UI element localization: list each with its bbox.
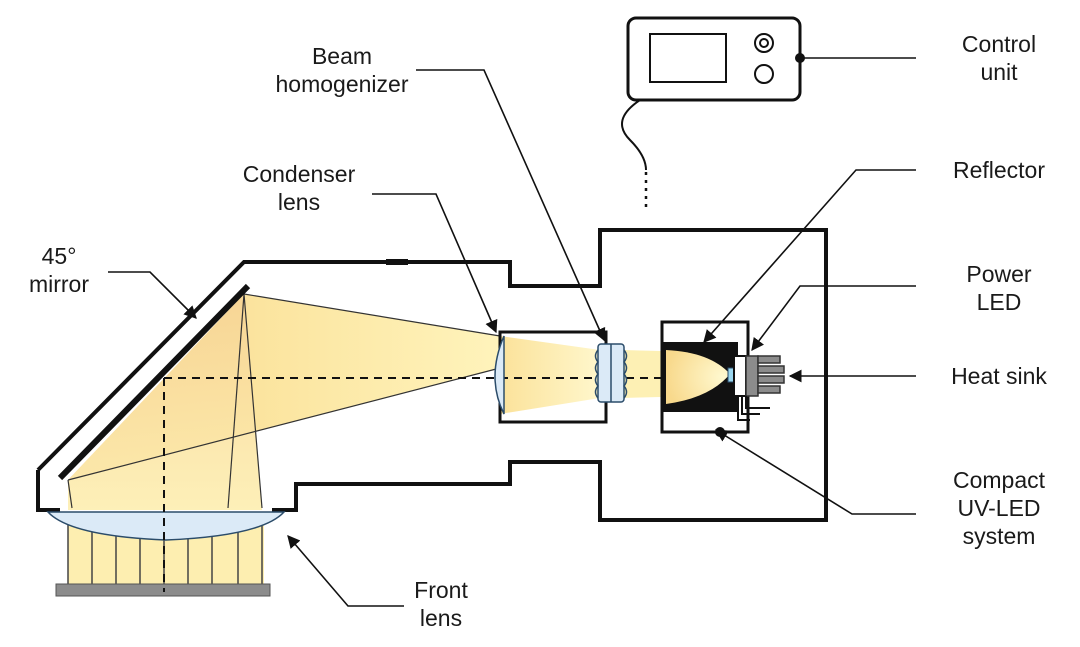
housing-outline — [36, 228, 828, 522]
leader-lines — [108, 57, 916, 607]
led-board — [733, 355, 747, 397]
leader-front-lens — [287, 535, 404, 607]
light-beam-down — [68, 294, 262, 510]
leader-reflector — [703, 169, 916, 343]
leader-condenser-lens — [372, 193, 498, 334]
control-knob-inner — [759, 38, 769, 48]
control-unit-connector — [795, 53, 805, 63]
leader-beam-homogenizer — [416, 69, 606, 342]
front-lens — [46, 511, 286, 541]
led-leads — [737, 396, 770, 421]
reflector-cavity — [666, 350, 730, 404]
optical-axis — [163, 377, 728, 592]
beam-homogenizer-element — [594, 343, 628, 403]
control-unit-display — [649, 33, 727, 83]
leader-compact-uv-led — [714, 429, 916, 515]
ray-lines — [67, 293, 501, 509]
control-button — [754, 64, 774, 84]
mirror-45 — [57, 283, 251, 481]
condenser-lens-element — [494, 335, 505, 415]
mirror-45-label: 45°mirror — [28, 243, 90, 297]
leader-power-led — [751, 285, 916, 352]
reflector-label: Reflector — [952, 157, 1046, 183]
leader-45-mirror — [108, 271, 197, 319]
compact-uv-led-dot — [715, 427, 725, 437]
control-knob-outer — [754, 33, 774, 53]
control-cable — [621, 99, 647, 171]
heat-sink-label: Heat sink — [951, 363, 1047, 389]
heat-sink-element — [745, 355, 785, 397]
light-beam-tube — [500, 336, 600, 414]
